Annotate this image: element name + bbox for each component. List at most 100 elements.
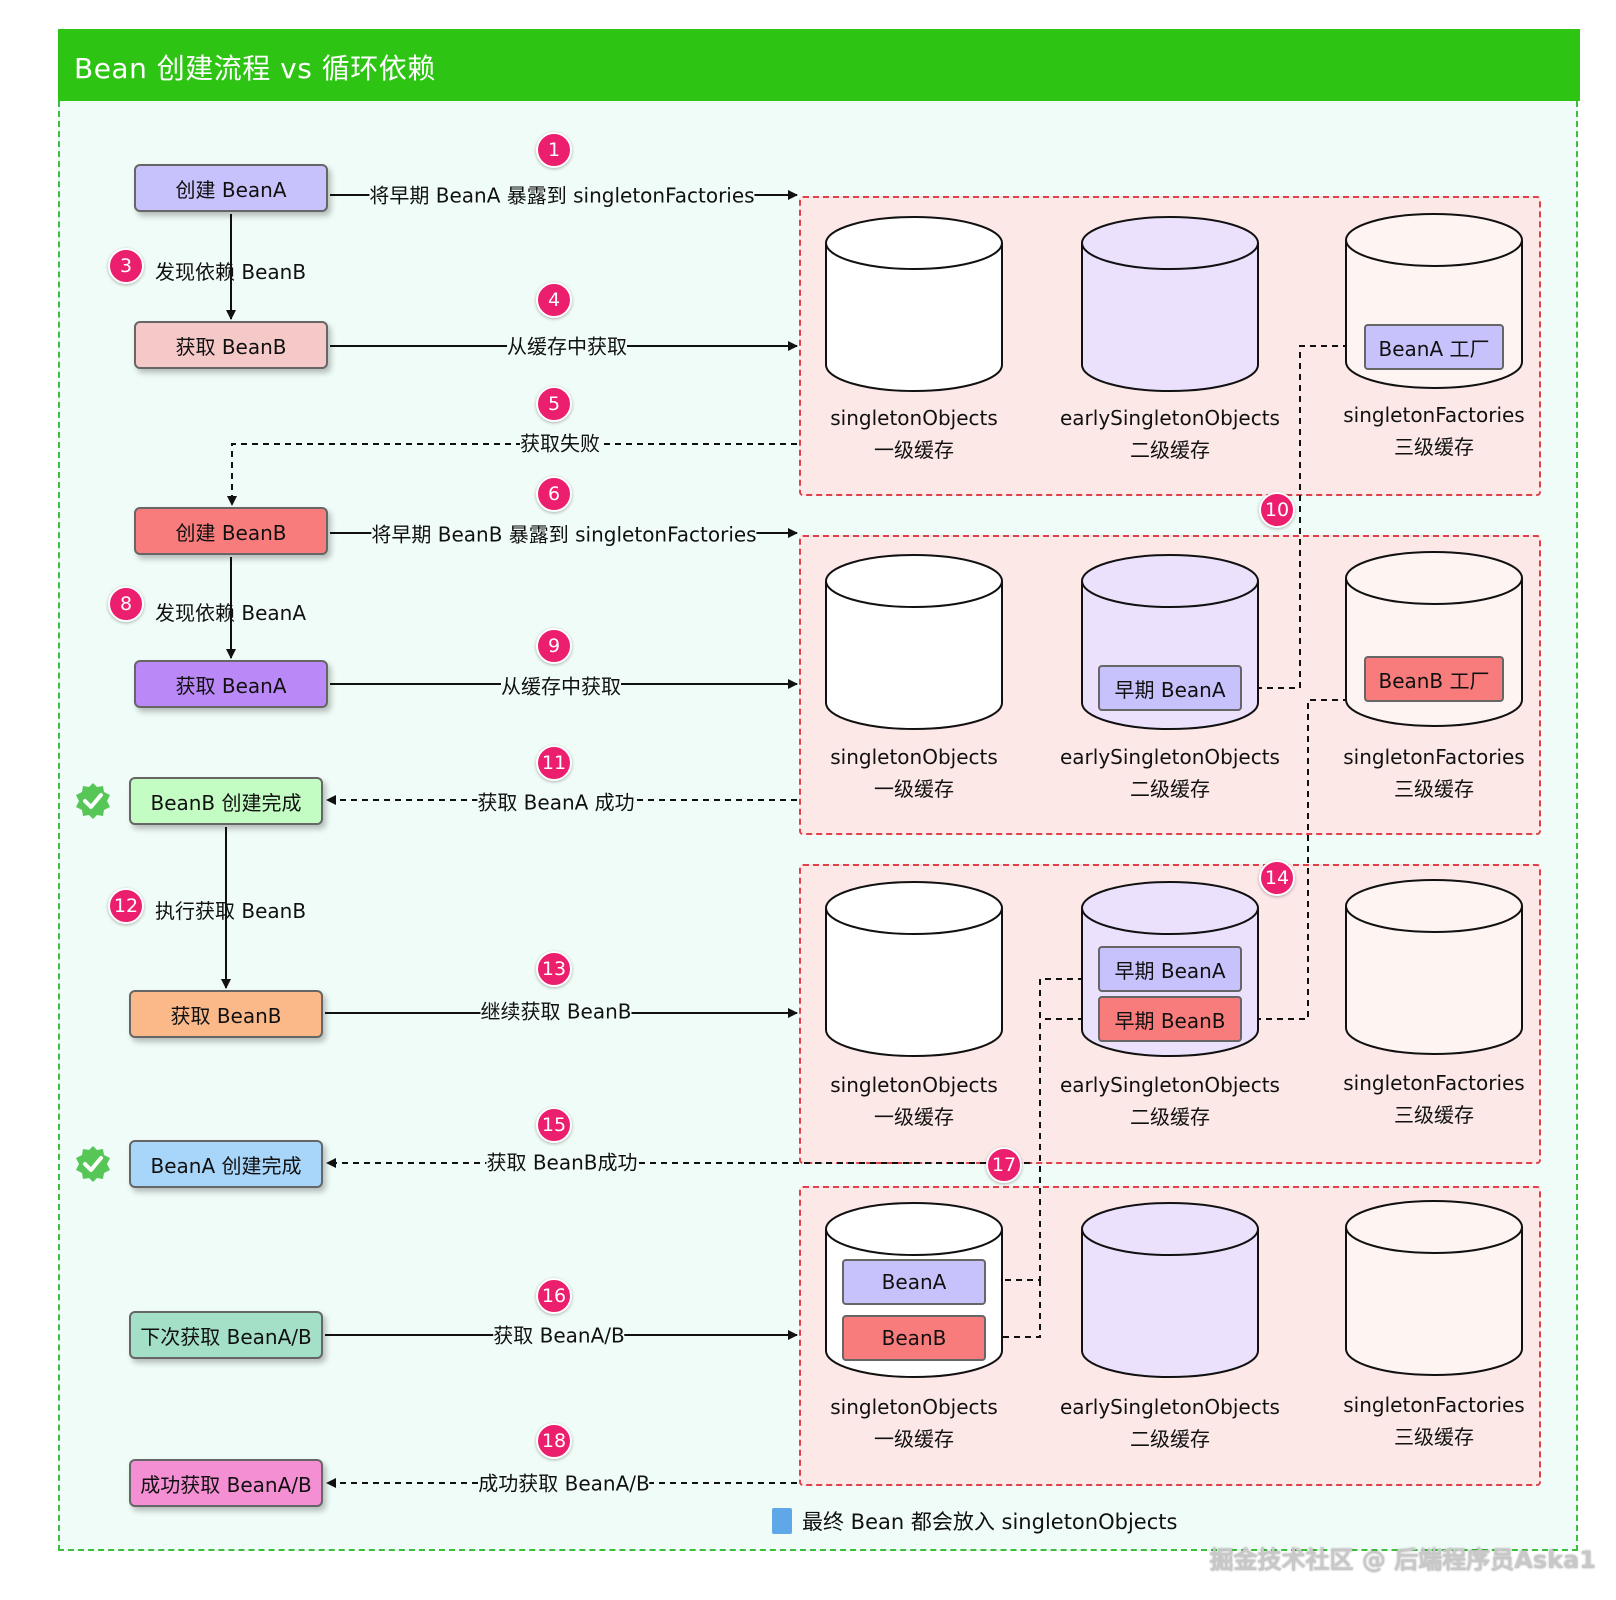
singleton-objects-cylinder <box>825 881 1003 1057</box>
cache-name: singletonObjects <box>830 1073 998 1097</box>
get-bean-b-box-1: 获取 BeanB <box>134 321 328 369</box>
cache-level: 二级缓存 <box>1130 1105 1210 1129</box>
next-get-box: 下次获取 BeanA/B <box>129 1311 323 1359</box>
step-badge: 6 <box>536 476 572 512</box>
bean-b-done-box: BeanB 创建完成 <box>129 777 323 825</box>
step-badge: 11 <box>536 745 572 781</box>
cache-label: singletonObjects 一级缓存 <box>784 1069 1044 1133</box>
cache-level: 一级缓存 <box>874 777 954 801</box>
bean-a-factory-chip: BeanA 工厂 <box>1364 324 1504 370</box>
cache-level: 三级缓存 <box>1394 777 1474 801</box>
edge-label-4: 从缓存中获取 <box>507 330 627 360</box>
cache-label: earlySingletonObjects 二级缓存 <box>1040 1391 1300 1455</box>
cache-name: earlySingletonObjects <box>1060 1395 1280 1419</box>
create-bean-a-box: 创建 BeanA <box>134 164 328 212</box>
cache-level: 二级缓存 <box>1130 438 1210 462</box>
singleton-objects-cylinder <box>825 216 1003 392</box>
step-badge: 1 <box>536 132 572 168</box>
cache-name: singletonObjects <box>830 406 998 430</box>
cache-name: singletonObjects <box>830 745 998 769</box>
step-badge: 8 <box>108 586 144 622</box>
edge-label-12: 执行获取 BeanB <box>155 899 307 923</box>
cache-level: 二级缓存 <box>1130 1427 1210 1451</box>
cache-name: singletonFactories <box>1343 1393 1525 1417</box>
get-bean-b-label-1: 获取 BeanB <box>175 334 287 359</box>
title-bar: Bean 创建流程 vs 循环依赖 <box>58 29 1580 101</box>
cache-level: 三级缓存 <box>1394 1103 1474 1127</box>
edge-label-3: 发现依赖 BeanB <box>155 260 307 284</box>
cache-level: 三级缓存 <box>1394 1425 1474 1449</box>
edge-label-18: 成功获取 BeanA/B <box>478 1467 650 1497</box>
diagram-title: Bean 创建流程 vs 循环依赖 <box>74 52 436 85</box>
cache-label: singletonFactories 三级缓存 <box>1304 1389 1564 1453</box>
cache-name: singletonFactories <box>1343 403 1525 427</box>
cache-label: singletonObjects 一级缓存 <box>784 1391 1044 1455</box>
cache-label: singletonObjects 一级缓存 <box>784 741 1044 805</box>
singleton-objects-cylinder <box>825 554 1003 730</box>
cache-name: singletonObjects <box>830 1395 998 1419</box>
step-badge: 9 <box>536 628 572 664</box>
edge-label-9: 从缓存中获取 <box>501 670 621 700</box>
next-get-label: 下次获取 BeanA/B <box>140 1324 312 1349</box>
cache-name: singletonFactories <box>1343 1071 1525 1095</box>
get-bean-a-box: 获取 BeanA <box>134 660 328 708</box>
step-badge: 18 <box>536 1423 572 1459</box>
get-bean-b-box-2: 获取 BeanB <box>129 990 323 1038</box>
cache-level: 二级缓存 <box>1130 777 1210 801</box>
edge-label-8: 发现依赖 BeanA <box>155 601 306 625</box>
early-bean-a-chip: 早期 BeanA <box>1098 946 1242 992</box>
cache-level: 三级缓存 <box>1394 435 1474 459</box>
edge-label-6: 将早期 BeanB 暴露到 singletonFactories <box>371 518 757 548</box>
cache-name: earlySingletonObjects <box>1060 1073 1280 1097</box>
step-badge: 17 <box>986 1147 1022 1183</box>
cache-label: earlySingletonObjects 二级缓存 <box>1040 741 1300 805</box>
cache-name: earlySingletonObjects <box>1060 406 1280 430</box>
cache-level: 一级缓存 <box>874 1105 954 1129</box>
create-bean-b-label: 创建 BeanB <box>175 520 287 545</box>
early-singleton-objects-cylinder <box>1081 1202 1259 1378</box>
step-badge: 15 <box>536 1107 572 1143</box>
cache-level: 一级缓存 <box>874 1427 954 1451</box>
cache-label: earlySingletonObjects 二级缓存 <box>1040 402 1300 466</box>
cache-name: earlySingletonObjects <box>1060 745 1280 769</box>
step-badge: 16 <box>536 1278 572 1314</box>
step-badge: 5 <box>536 386 572 422</box>
edge-label-16: 获取 BeanA/B <box>493 1319 625 1349</box>
early-singleton-objects-cylinder <box>1081 216 1259 392</box>
edge-label-15: 获取 BeanB成功 <box>486 1146 638 1176</box>
singleton-factories-cylinder <box>1345 879 1523 1055</box>
step-badge: 10 <box>1259 492 1295 528</box>
success-get-box: 成功获取 BeanA/B <box>129 1459 323 1507</box>
footer-note: 最终 Bean 都会放入 singletonObjects <box>772 1506 1177 1536</box>
cache-label: singletonFactories 三级缓存 <box>1304 399 1564 463</box>
bean-a-done-label: BeanA 创建完成 <box>150 1153 302 1178</box>
success-get-label: 成功获取 BeanA/B <box>140 1472 312 1497</box>
create-bean-b-box: 创建 BeanB <box>134 507 328 555</box>
create-bean-a-label: 创建 BeanA <box>175 177 287 202</box>
footer-text: 最终 Bean 都会放入 singletonObjects <box>802 1510 1178 1534</box>
step-badge: 13 <box>536 951 572 987</box>
bean-a-chip: BeanA <box>842 1259 986 1305</box>
early-bean-b-chip: 早期 BeanB <box>1098 996 1242 1042</box>
edge-label-11: 获取 BeanA 成功 <box>477 786 635 816</box>
document-icon <box>772 1508 792 1534</box>
early-bean-a-chip: 早期 BeanA <box>1098 665 1242 711</box>
watermark: 掘金技术社区 @ 后端程序员Aska1 <box>1209 1546 1596 1574</box>
check-icon <box>76 1146 110 1182</box>
bean-a-done-box: BeanA 创建完成 <box>129 1140 323 1188</box>
step-badge: 14 <box>1259 860 1295 896</box>
cache-label: earlySingletonObjects 二级缓存 <box>1040 1069 1300 1133</box>
get-bean-b-label-2: 获取 BeanB <box>170 1003 282 1028</box>
bean-b-chip: BeanB <box>842 1315 986 1361</box>
step-badge: 12 <box>108 888 144 924</box>
edge-label-5: 获取失败 <box>520 427 600 457</box>
get-bean-a-label: 获取 BeanA <box>175 673 287 698</box>
bean-b-done-label: BeanB 创建完成 <box>150 790 302 815</box>
cache-label: singletonFactories 三级缓存 <box>1304 741 1564 805</box>
edge-label-1: 将早期 BeanA 暴露到 singletonFactories <box>369 179 755 209</box>
edge-label-13: 继续获取 BeanB <box>480 995 632 1025</box>
cache-name: singletonFactories <box>1343 745 1525 769</box>
bean-b-factory-chip: BeanB 工厂 <box>1364 656 1504 702</box>
